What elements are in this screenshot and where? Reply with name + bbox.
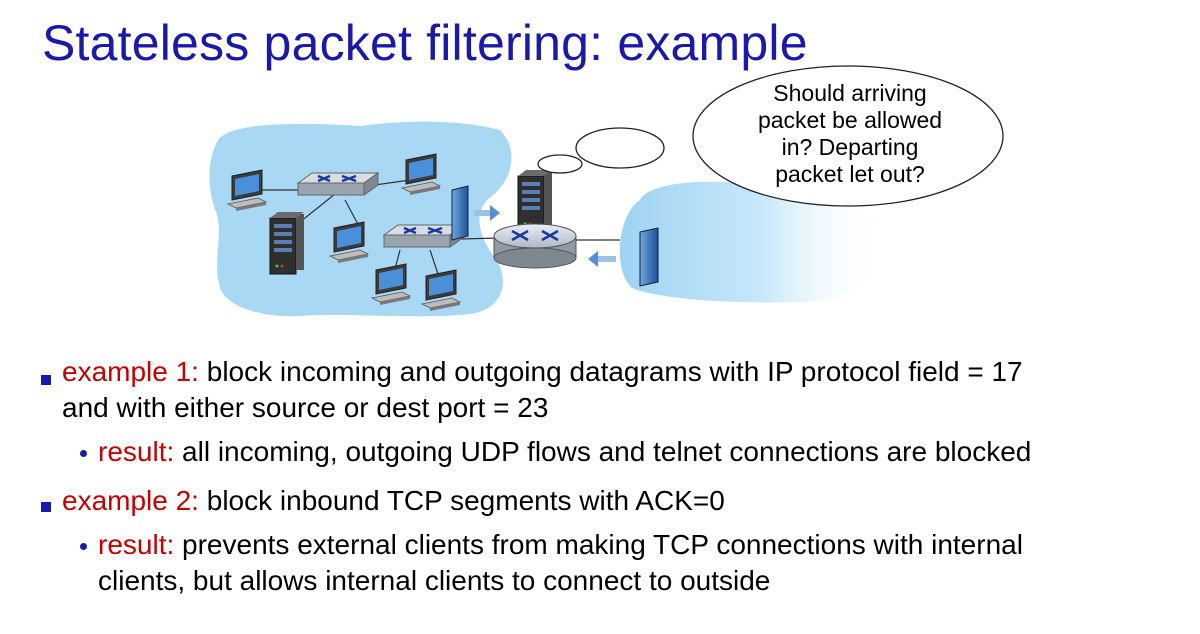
network-diagram bbox=[209, 65, 1004, 317]
bubble-line: packet let out? bbox=[775, 161, 925, 187]
example-1: example 1: block incoming and outgoing d… bbox=[62, 354, 1023, 426]
example-1-text-cont: and with either source or dest port = 23 bbox=[62, 392, 549, 423]
bullet-square-icon bbox=[41, 375, 51, 385]
computer-icon bbox=[421, 269, 461, 312]
bubble-line: Should arriving bbox=[773, 80, 927, 106]
router-icon bbox=[493, 223, 577, 269]
result-1: result: all incoming, outgoing UDP flows… bbox=[98, 434, 1031, 470]
bubble-line: in? Departing bbox=[781, 134, 919, 160]
example-2-text: block inbound TCP segments with ACK=0 bbox=[206, 485, 725, 516]
result-2: result: prevents external clients from m… bbox=[98, 527, 1023, 599]
firewall-icon bbox=[639, 227, 659, 287]
arrow-icon bbox=[588, 251, 616, 267]
firewall-icon bbox=[451, 185, 469, 241]
external-network-cloud bbox=[619, 181, 882, 303]
bullet-dot-icon bbox=[80, 450, 87, 457]
result-2-label: result: bbox=[98, 529, 175, 560]
example-1-label: example 1: bbox=[62, 356, 199, 387]
example-2-label: example 2: bbox=[62, 485, 199, 516]
example-1-text: block incoming and outgoing datagrams wi… bbox=[206, 356, 1023, 387]
example-2: example 2: block inbound TCP segments wi… bbox=[62, 483, 725, 519]
bullet-dot-icon bbox=[80, 543, 87, 550]
result-1-label: result: bbox=[98, 436, 175, 467]
thought-bubble-text: Should arriving packet be allowed in? De… bbox=[730, 80, 970, 188]
thought-bubble bbox=[537, 65, 1004, 207]
computer-icon bbox=[371, 263, 411, 306]
result-2-text: prevents external clients from making TC… bbox=[182, 529, 1023, 560]
arrow-icon bbox=[474, 205, 500, 221]
bullet-square-icon bbox=[41, 502, 51, 512]
computer-icon bbox=[329, 221, 369, 264]
result-1-text: all incoming, outgoing UDP flows and tel… bbox=[182, 436, 1032, 467]
computer-icon bbox=[227, 169, 267, 212]
server-icon bbox=[517, 169, 553, 233]
computer-icon bbox=[401, 153, 441, 196]
slide-title: Stateless packet filtering: example bbox=[42, 15, 808, 71]
result-2-text-cont: clients, but allows internal clients to … bbox=[98, 565, 771, 596]
server-icon bbox=[269, 211, 305, 275]
switch-icon bbox=[296, 171, 380, 197]
bubble-line: packet be allowed bbox=[757, 107, 943, 133]
